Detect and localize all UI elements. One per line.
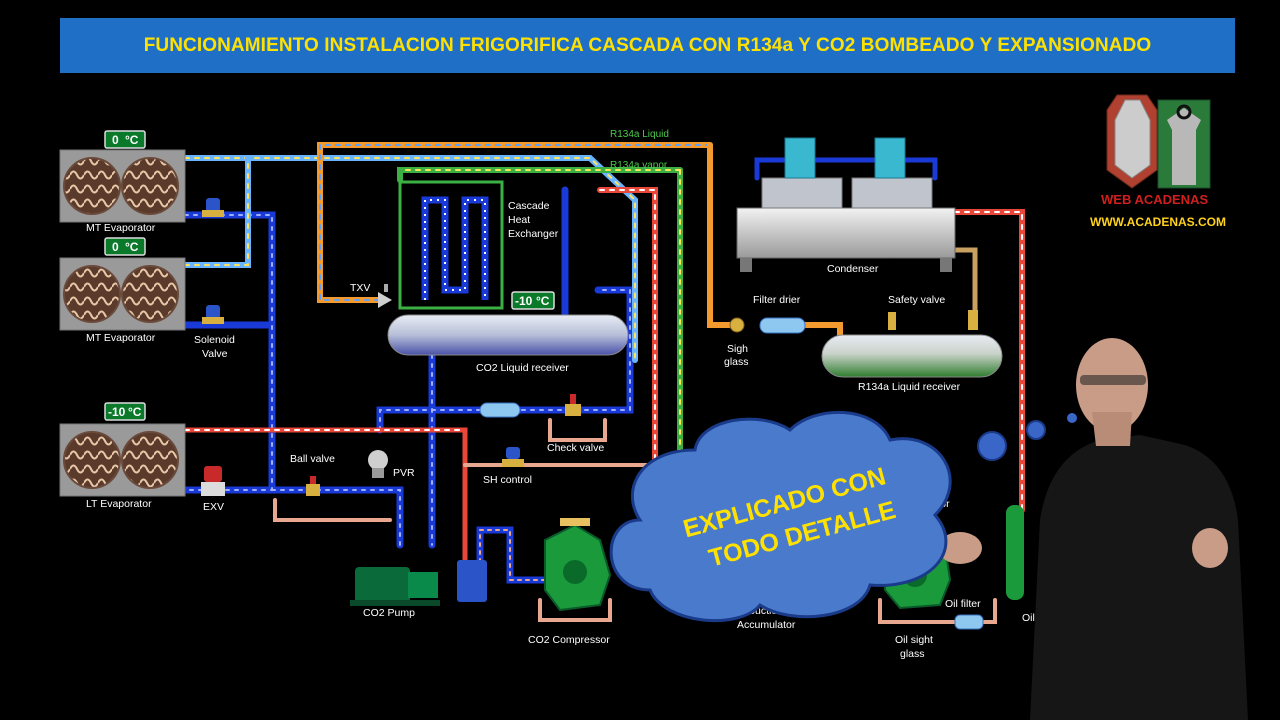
filter-drier[interactable] <box>759 317 806 334</box>
filter-drier-label: Filter drier <box>753 294 801 306</box>
exv-label: EXV <box>203 501 224 513</box>
oil-sight-label-1: Oil sight <box>895 634 933 646</box>
mt-evaporator-label-1: MT Evaporator <box>86 222 156 234</box>
temp-display-mt1: 0 °C <box>104 130 146 149</box>
txv-label: TXV <box>350 282 370 294</box>
pvr-label: PVR <box>393 467 415 479</box>
lt-evaporator[interactable] <box>59 423 186 497</box>
sight-glass[interactable] <box>729 317 745 333</box>
ball-valve-label: Ball valve <box>290 453 335 465</box>
bubble-large <box>977 431 1007 461</box>
title-banner: FUNCIONAMIENTO INSTALACION FRIGORIFICA C… <box>60 18 1235 73</box>
oil-separator[interactable] <box>1006 505 1024 600</box>
cascade-label-2: Heat <box>508 214 530 226</box>
banner-title: FUNCIONAMIENTO INSTALACION FRIGORIFICA C… <box>143 34 1152 56</box>
diagram-text: °C <box>536 294 550 308</box>
mt-evaporator-2[interactable] <box>59 257 186 331</box>
oil-filter-label: Oil filter <box>945 598 981 610</box>
solenoid-valve-1[interactable] <box>202 198 224 217</box>
diagram-text: 0 <box>112 133 119 147</box>
temp-display-mt2: 0 °C <box>104 237 146 256</box>
safety-valve[interactable] <box>888 310 978 330</box>
suction-label-2: Accumulator <box>737 619 796 631</box>
oil-sight-label-2: glass <box>900 648 925 660</box>
check-valve-label: Check valve <box>547 442 604 454</box>
co2-pipe-1 <box>181 211 276 494</box>
r134a-vapor-label: R134a vapor <box>610 160 668 171</box>
cascade-label-1: Cascade <box>508 200 550 212</box>
diagram-text: °C <box>128 405 142 419</box>
piping <box>181 142 1025 624</box>
co2-pump[interactable] <box>350 567 440 606</box>
diagram-text: -10 <box>108 405 126 419</box>
lt-evaporator-label: LT Evaporator <box>86 498 152 510</box>
co2-separator <box>457 560 487 602</box>
exv-valve[interactable] <box>201 466 225 496</box>
mt-evaporator-label-2: MT Evaporator <box>86 332 156 344</box>
condenser[interactable] <box>736 137 956 272</box>
cascade-label-3: Exchanger <box>508 228 559 240</box>
diagram-text: °C <box>125 133 139 147</box>
ball-valve[interactable] <box>306 476 320 496</box>
r134a-liquid-label: R134a Liquid <box>610 129 669 140</box>
r134a-receiver-label: R134a Liquid receiver <box>858 381 961 393</box>
diagram-text: °C <box>125 240 139 254</box>
r134a-liquid-receiver[interactable] <box>821 334 1003 378</box>
solenoid-label: Solenoid <box>194 334 235 346</box>
co2-pipe-3 <box>268 486 404 549</box>
valve-label: Valve <box>202 348 228 360</box>
temp-display-receiver: -10 °C <box>511 291 555 310</box>
co2-filter-drier[interactable] <box>479 402 521 418</box>
co2-compressor[interactable] <box>544 518 612 612</box>
bubble-small <box>1067 413 1077 423</box>
condenser-label: Condenser <box>827 263 879 275</box>
solenoid-valve-2[interactable] <box>202 305 224 324</box>
presenter <box>938 338 1248 720</box>
pvr-valve[interactable] <box>368 450 388 478</box>
safety-valve-label: Safety valve <box>888 294 945 306</box>
sight-glass-label-1: Sigh <box>727 343 748 355</box>
co2-receiver-label: CO2 Liquid receiver <box>476 362 569 374</box>
bubble-medium <box>1026 420 1046 440</box>
brand-url: WWW.ACADENAS.COM <box>1090 215 1226 229</box>
callout-cloud: EXPLICADO CON TODO DETALLE <box>609 410 952 623</box>
brand-logo: WEB ACADENAS WWW.ACADENAS.COM <box>1090 94 1226 229</box>
temp-display-lt: -10 °C <box>104 402 146 421</box>
txv-valve[interactable] <box>378 284 392 308</box>
sh-control-label: SH control <box>483 474 532 486</box>
brand-name: WEB ACADENAS <box>1101 192 1208 207</box>
diagram-text: 0 <box>112 240 119 254</box>
co2-pump-label: CO2 Pump <box>363 607 415 619</box>
co2-liquid-receiver[interactable] <box>387 314 629 356</box>
diagram-text: -10 <box>515 294 533 308</box>
sight-glass-label-2: glass <box>724 356 749 368</box>
oil-filter[interactable] <box>954 614 984 630</box>
sh-control-valve[interactable] <box>502 447 524 467</box>
check-valve[interactable] <box>565 394 581 416</box>
mt-evaporator-1[interactable] <box>59 149 186 223</box>
cascade-heat-exchanger[interactable] <box>398 180 504 310</box>
co2-compressor-label: CO2 Compressor <box>528 634 610 646</box>
